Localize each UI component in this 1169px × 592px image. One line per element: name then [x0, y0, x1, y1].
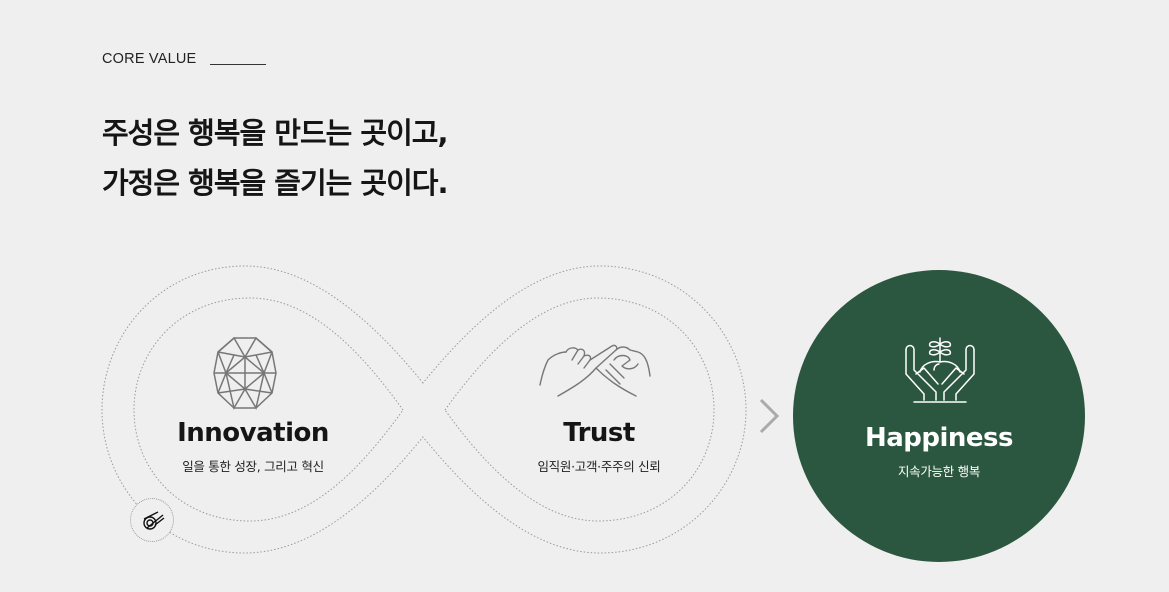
value-happiness: Happiness 지속가능한 행복 — [864, 423, 1014, 480]
value-title: Innovation — [177, 418, 329, 448]
section-eyebrow: CORE VALUE — [102, 51, 267, 67]
value-subtitle: 지속가능한 행복 — [897, 464, 981, 479]
eyebrow-label: CORE VALUE — [102, 51, 197, 67]
value-title: Happiness — [864, 423, 1014, 453]
headline-line-1: 주성은 행복을 만드는 곳이고, — [102, 116, 448, 150]
happiness-circle — [793, 270, 1085, 562]
headline-line-2: 가정은 행복을 즐기는 곳이다. — [102, 166, 448, 200]
geodesic-sphere-icon — [213, 336, 277, 411]
inner-left-loop-path — [133, 297, 404, 522]
page-headline: 주성은 행복을 만드는 곳이고, 가정은 행복을 즐기는 곳이다. — [102, 108, 448, 208]
value-trust: Trust 임직원·고객·주주의 신뢰 — [537, 418, 660, 475]
value-subtitle: 일을 통한 성장, 그리고 혁신 — [182, 459, 324, 474]
value-subtitle: 임직원·고객·주주의 신뢰 — [537, 459, 661, 474]
badge-comet — [130, 498, 174, 542]
outer-loop-path — [101, 265, 747, 554]
eyebrow-divider — [210, 63, 267, 65]
comet-coin-icon — [143, 511, 165, 530]
hands-holding-plant-icon — [905, 337, 975, 403]
value-innovation: Innovation 일을 통한 성장, 그리고 혁신 — [177, 418, 329, 475]
value-title: Trust — [563, 418, 635, 448]
pinky-promise-icon — [539, 344, 651, 397]
chevron-right-icon — [759, 398, 780, 434]
inner-right-loop-path — [444, 297, 715, 522]
